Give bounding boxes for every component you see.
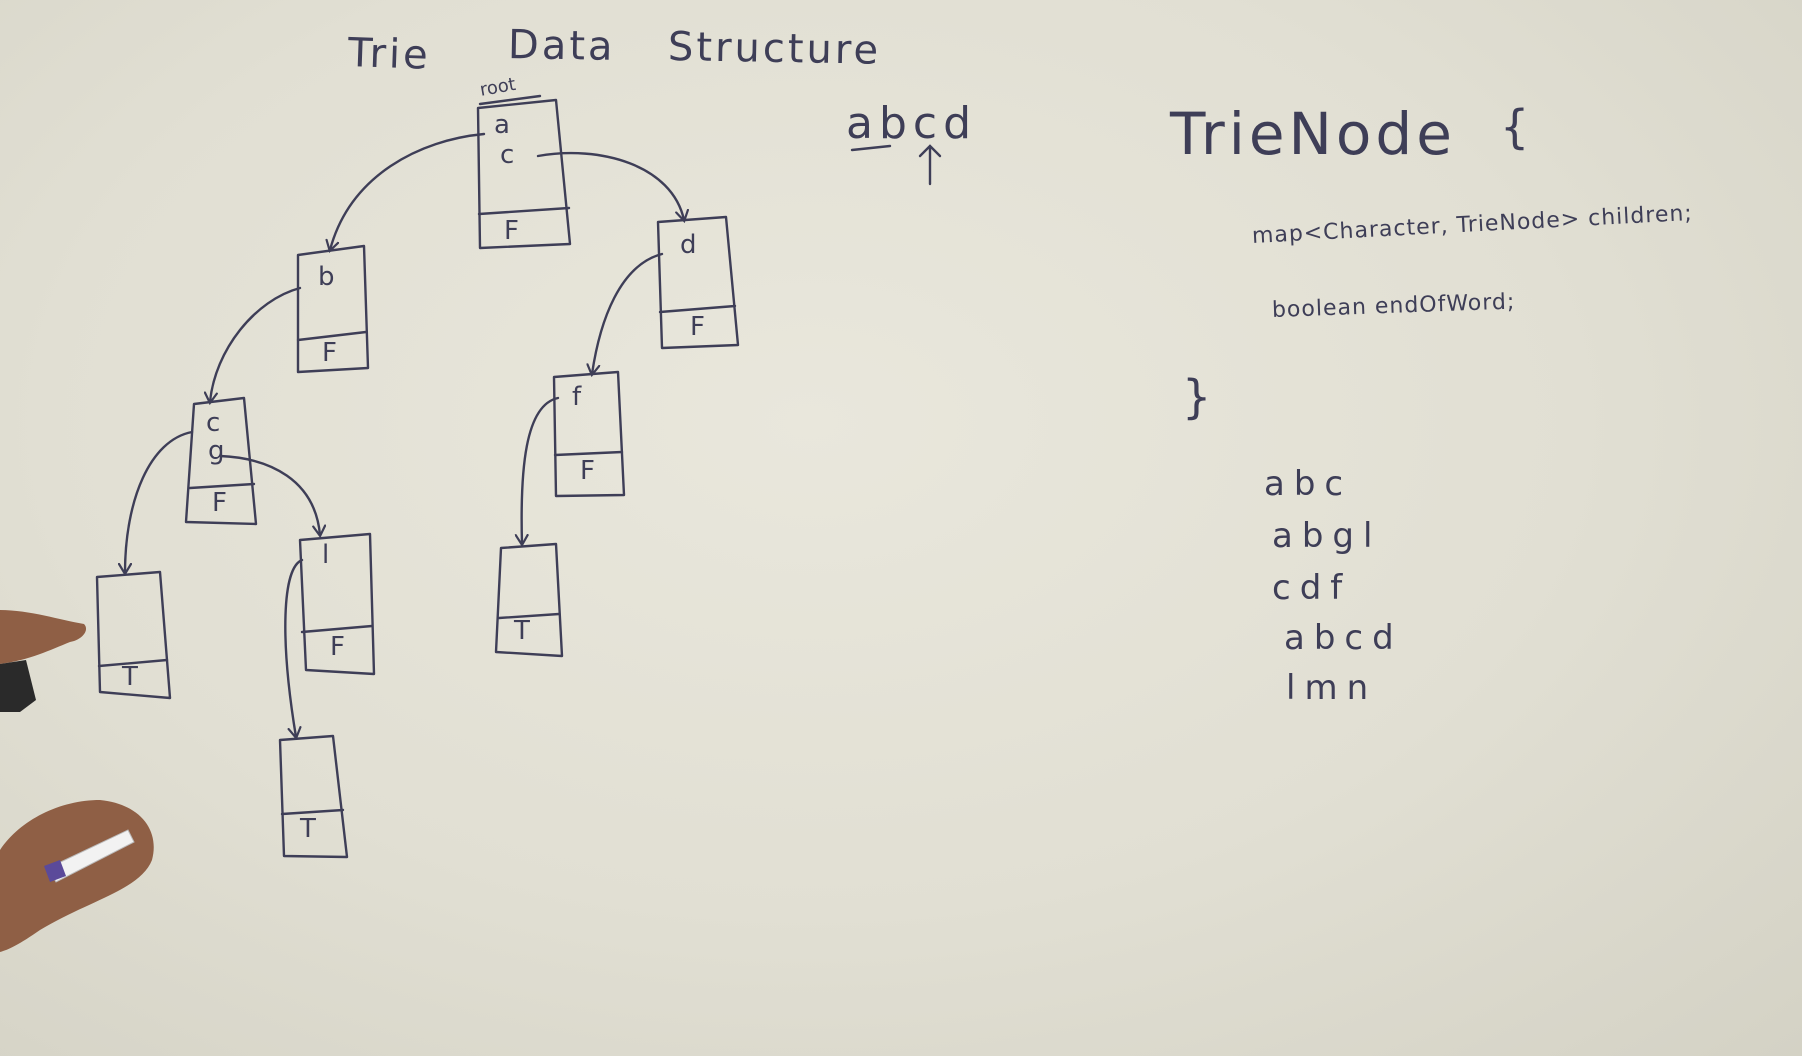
inserted-word-list-item: cdf xyxy=(1272,568,1352,608)
trie-node-d-flag: F xyxy=(690,312,705,342)
trie-node-cg-box xyxy=(184,396,258,526)
query-word: abcd xyxy=(846,98,978,149)
trie-node-root-flag: F xyxy=(504,216,519,246)
diagram-title-structure: Structure xyxy=(667,24,882,74)
trie-node-f-leaf-divider xyxy=(497,612,561,620)
trie-node-f-flag: F xyxy=(580,456,595,486)
trie-edge-f xyxy=(522,396,560,544)
diagram-title-data: Data xyxy=(507,22,616,70)
trie-node-root-box xyxy=(476,98,572,250)
trie-node-cg-flag: F xyxy=(212,488,227,518)
trie-node-f-char: f xyxy=(572,382,582,412)
trie-node-c-leaf-flag: T xyxy=(122,662,138,692)
trie-node-root-char: c xyxy=(500,140,515,170)
trie-node-b-divider xyxy=(296,330,368,342)
diagram-title-trie: Trie xyxy=(347,30,432,79)
trie-node-l-flag: F xyxy=(330,632,345,662)
trie-node-cg-char: g xyxy=(208,436,225,466)
query-pointer-arrow xyxy=(918,144,942,186)
trie-edge-g xyxy=(218,454,320,535)
inserted-word-list-item: lmn xyxy=(1286,668,1378,708)
trie-node-f-leaf-box xyxy=(494,542,564,658)
trie-edge-d xyxy=(592,252,664,374)
trie-node-cg-divider xyxy=(188,482,256,490)
root-label-underline xyxy=(478,94,542,106)
trie-node-b-char: b xyxy=(318,262,335,292)
trie-node-root-divider xyxy=(477,206,571,216)
trie-node-l-box xyxy=(298,532,376,676)
trie-node-l-divider xyxy=(300,624,374,634)
inserted-word-list-item: abcd xyxy=(1284,618,1403,658)
trie-node-f-leaf-flag: T xyxy=(514,616,530,646)
trie-node-b-flag: F xyxy=(322,338,337,368)
trie-node-d-divider xyxy=(658,304,737,314)
query-underline xyxy=(850,144,892,152)
trie-node-root-char: a xyxy=(494,110,510,140)
inserted-word-list-item: abgl xyxy=(1272,516,1382,556)
trie-node-d-box xyxy=(656,215,740,350)
trie-node-l-char: l xyxy=(322,540,330,570)
trie-edge-a xyxy=(330,132,486,250)
trie-edge-c xyxy=(536,151,684,220)
trienode-class-title: TrieNode xyxy=(1170,100,1456,168)
trienode-open-brace: { xyxy=(1500,100,1530,154)
inserted-word-list-item: abc xyxy=(1264,464,1353,504)
trie-node-b-box xyxy=(296,244,370,374)
trie-edge-b xyxy=(210,286,302,402)
trienode-close-brace: } xyxy=(1182,370,1212,424)
trie-node-c-leaf-box xyxy=(95,570,172,700)
trie-node-l-leaf-flag: T xyxy=(300,814,316,844)
trie-node-c-leaf-divider xyxy=(97,658,169,668)
trie-node-l-leaf-box xyxy=(278,734,349,859)
trie-node-cg-char: c xyxy=(206,408,221,438)
trie-edge-c2 xyxy=(125,430,194,573)
trie-node-d-char: d xyxy=(680,230,697,260)
trie-node-f-divider xyxy=(553,450,624,457)
trie-node-l-leaf-divider xyxy=(280,808,345,816)
trie-edge-l xyxy=(284,558,304,737)
